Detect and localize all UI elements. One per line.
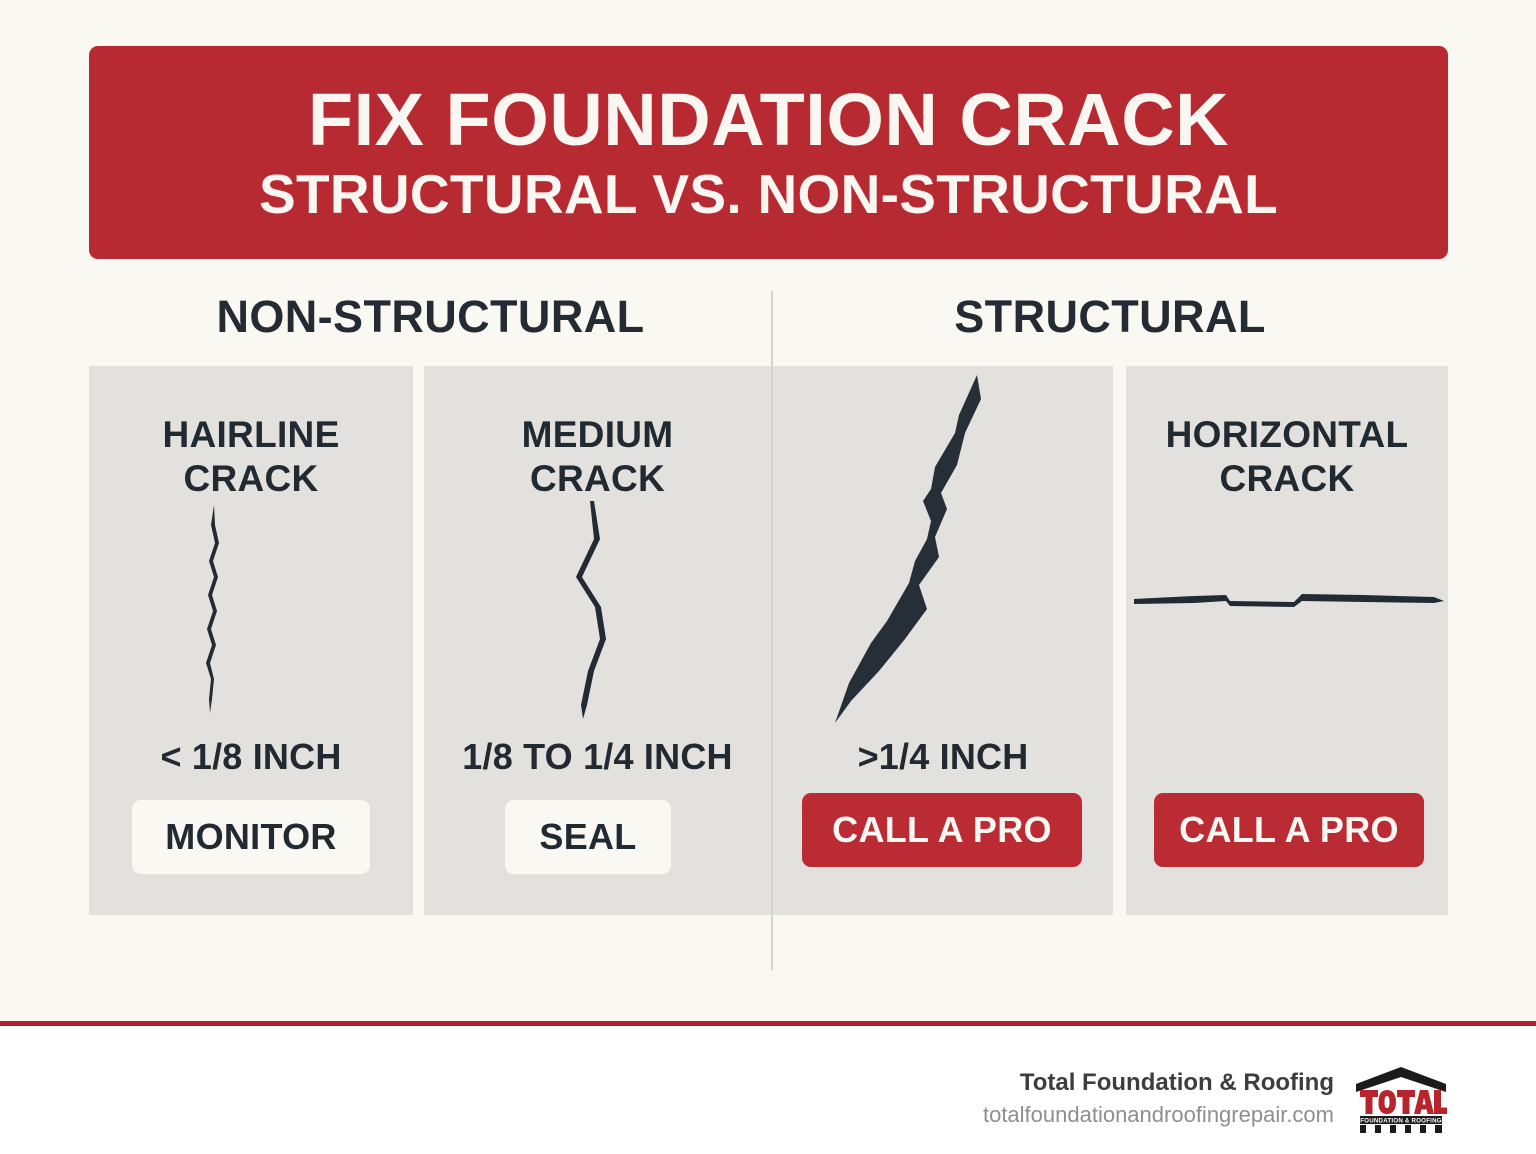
card-horizontal-crack: HORIZONTAL CRACK CALL A PRO — [1126, 366, 1448, 915]
card-title-line-2: CRACK — [529, 457, 666, 499]
action-button-call-a-pro[interactable]: CALL A PRO — [802, 793, 1082, 867]
header-banner: FIX FOUNDATION CRACK STRUCTURAL VS. NON-… — [89, 46, 1448, 259]
page-subtitle: STRUCTURAL VS. NON-STRUCTURAL — [258, 163, 1279, 225]
column-heading-structural: STRUCTURAL — [954, 291, 1266, 342]
card-title-line-2: CRACK — [183, 457, 319, 499]
card-structural-crack: >1/4 INCH CALL A PRO — [773, 366, 1113, 915]
card-title: HAIRLINE CRACK — [89, 413, 413, 500]
footer-website-url[interactable]: totalfoundationandroofingrepair.com — [982, 1102, 1334, 1128]
card-hairline-crack: HAIRLINE CRACK < 1/8 INCH MONITOR — [89, 366, 413, 915]
horizontal-crack-icon — [1134, 594, 1444, 607]
card-size-label: 1/8 TO 1/4 INCH — [462, 736, 733, 777]
card-size-label: < 1/8 INCH — [160, 736, 342, 777]
card-title-line-1: HAIRLINE — [162, 414, 340, 455]
card-title-line-1: MEDIUM — [521, 414, 674, 455]
card-title: HORIZONTAL CRACK — [1126, 413, 1448, 500]
medium-crack-icon — [576, 501, 606, 719]
footer-branding: Total Foundation & Roofing totalfoundati… — [983, 1064, 1448, 1134]
card-medium-crack: MEDIUM CRACK 1/8 TO 1/4 INCH SEAL — [424, 366, 771, 915]
action-button-call-a-pro[interactable]: CALL A PRO — [1154, 793, 1424, 867]
action-button-seal[interactable]: SEAL — [505, 800, 671, 874]
footer-divider-rule — [0, 1021, 1536, 1026]
large-structural-crack-icon — [835, 375, 981, 723]
card-size-label: >1/4 INCH — [857, 736, 1029, 777]
footer-text-block: Total Foundation & Roofing totalfoundati… — [983, 1068, 1334, 1130]
column-divider — [771, 291, 773, 970]
total-foundation-roofing-logo: FOUNDATION & ROOFING — [1356, 1067, 1447, 1133]
action-button-monitor[interactable]: MONITOR — [132, 800, 370, 874]
footer: Total Foundation & Roofing totalfoundati… — [0, 1026, 1536, 1154]
page-title: FIX FOUNDATION CRACK — [307, 78, 1230, 161]
card-title-line-2: CRACK — [1219, 457, 1355, 499]
card-title: MEDIUM CRACK — [424, 413, 771, 500]
svg-text:FOUNDATION & ROOFING: FOUNDATION & ROOFING — [1360, 1118, 1442, 1125]
footer-company-name: Total Foundation & Roofing — [1019, 1069, 1334, 1097]
card-title-line-1: HORIZONTAL — [1165, 414, 1409, 455]
column-heading-non-structural: NON-STRUCTURAL — [216, 291, 645, 342]
hairline-crack-icon — [206, 505, 219, 713]
